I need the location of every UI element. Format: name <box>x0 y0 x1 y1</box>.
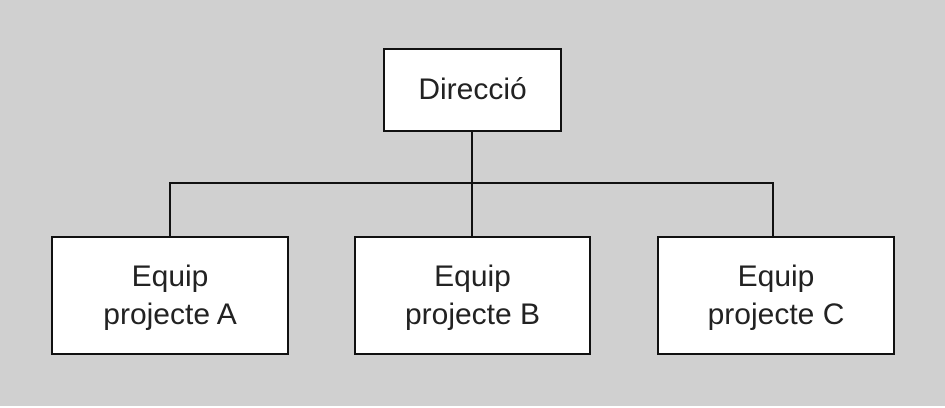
node-equip-projecte-c: Equip projecte C <box>657 236 895 355</box>
node-equip-projecte-a: Equip projecte A <box>51 236 289 355</box>
node-direccio: Direcció <box>383 48 562 132</box>
node-b-line1: Equip <box>434 259 511 293</box>
node-direccio-label: Direcció <box>418 73 527 106</box>
node-b-line2: projecte B <box>404 297 541 331</box>
node-equip-projecte-b: Equip projecte B <box>354 236 591 355</box>
node-a-line2: projecte A <box>103 297 237 331</box>
node-a-line1: Equip <box>131 259 209 293</box>
node-c-line1: Equip <box>737 259 815 293</box>
node-c-line2: projecte C <box>707 297 845 331</box>
